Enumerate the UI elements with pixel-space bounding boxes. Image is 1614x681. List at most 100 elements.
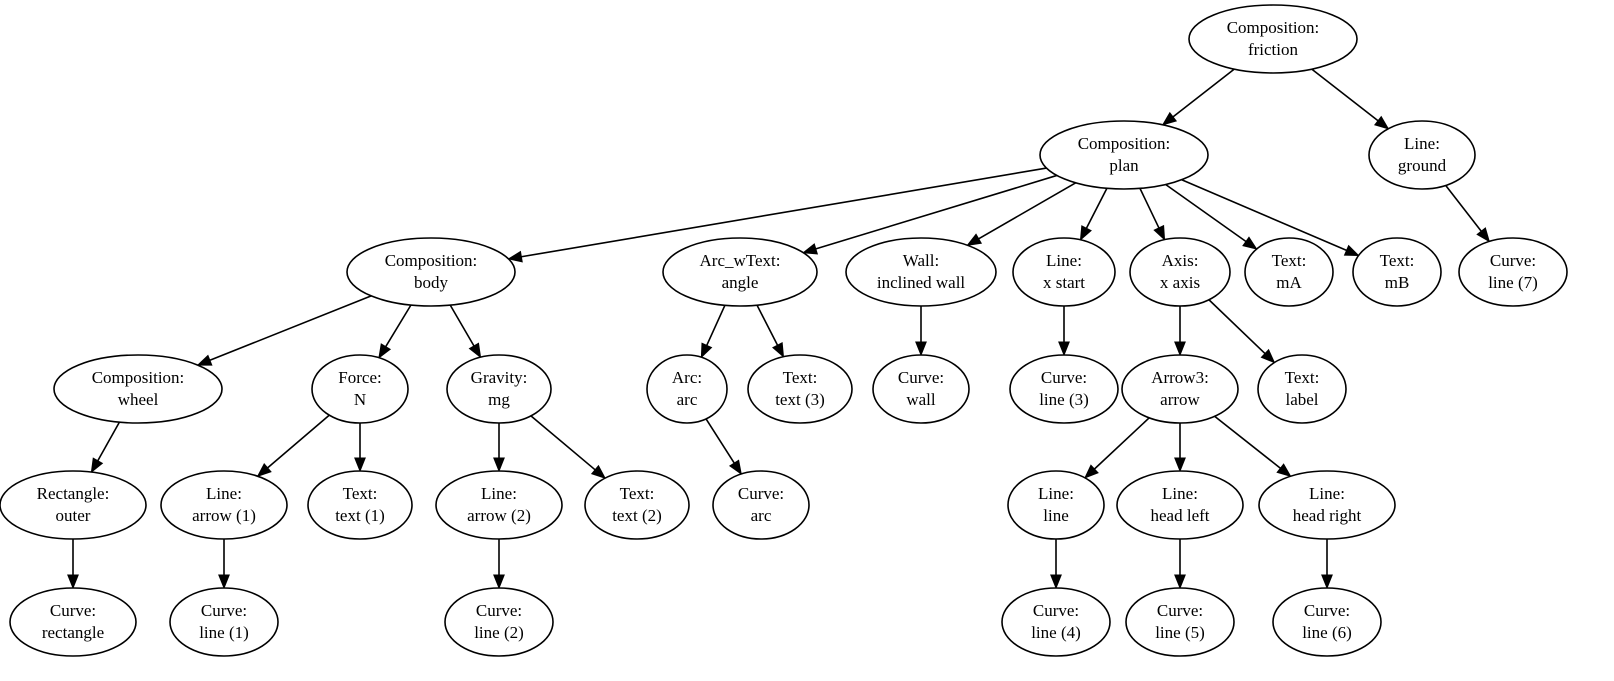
node-label-name: text (1) (335, 506, 385, 525)
graph-node-gravitymg[interactable]: Gravity:mg (446, 354, 552, 424)
edge-arrowhead-icon (218, 574, 230, 590)
graph-node-curvearc[interactable]: Curve:arc (712, 470, 810, 540)
node-label-name: line (1043, 506, 1069, 525)
node-ellipse-icon (584, 470, 690, 540)
graph-edge (705, 418, 735, 464)
graph-node-inclinedwall[interactable]: Wall:inclined wall (845, 237, 997, 307)
edge-arrowhead-icon (1242, 236, 1258, 250)
node-ellipse-icon (444, 587, 554, 657)
graph-node-headleft[interactable]: Line:head left (1116, 470, 1244, 540)
graph-node-line1[interactable]: Curve:line (1) (169, 587, 279, 657)
graph-edge (1172, 68, 1235, 118)
edge-arrowhead-icon (590, 464, 607, 480)
edge-arrowhead-icon (1276, 463, 1292, 478)
graph-edge (97, 421, 121, 462)
edge-arrowhead-icon (1153, 224, 1166, 241)
graph-node-arrow3[interactable]: Arrow3:arrow (1121, 354, 1239, 424)
node-ellipse-icon (662, 237, 818, 307)
graph-edge (706, 305, 726, 346)
node-label-type: Text: (1380, 251, 1415, 270)
node-ellipse-icon (872, 354, 970, 424)
graph-node-text3[interactable]: Text:text (3) (747, 354, 853, 424)
graph-edge (1165, 183, 1247, 243)
node-label-type: Line: (1162, 484, 1198, 503)
graph-node-ground[interactable]: Line:ground (1368, 120, 1476, 190)
node-label-type: Curve: (1490, 251, 1536, 270)
node-label-type: Curve: (738, 484, 784, 503)
graph-node-text1[interactable]: Text:text (1) (307, 470, 413, 540)
graph-node-rectouter[interactable]: Rectangle:outer (0, 470, 147, 540)
edge-arrowhead-icon (1050, 574, 1062, 590)
graph-edge (756, 304, 779, 346)
graph-node-line2[interactable]: Curve:line (2) (444, 587, 554, 657)
graph-node-line6[interactable]: Curve:line (6) (1272, 587, 1382, 657)
graph-node-arc[interactable]: Arc:arc (646, 354, 728, 424)
node-ellipse-icon (307, 470, 413, 540)
graph-edge (978, 182, 1077, 240)
node-label-name: mg (488, 390, 510, 409)
edge-arrowhead-icon (493, 457, 505, 473)
edge-arrowhead-icon (802, 243, 819, 255)
node-label-type: Text: (1285, 368, 1320, 387)
graph-node-arrow1[interactable]: Line:arrow (1) (160, 470, 288, 540)
graph-node-xstart[interactable]: Line:x start (1012, 237, 1116, 307)
node-ellipse-icon (1012, 237, 1116, 307)
graph-node-wall[interactable]: Curve:wall (872, 354, 970, 424)
node-label-name: mB (1385, 273, 1410, 292)
graph-node-friction[interactable]: Composition:friction (1188, 4, 1358, 74)
graph-node-arrow2[interactable]: Line: arrow (2) (435, 470, 563, 540)
node-label-type: Line: (481, 484, 517, 503)
graph-node-curverect[interactable]: Curve:rectangle (9, 587, 137, 657)
graph-node-mB[interactable]: Text: mB (1352, 237, 1442, 307)
node-label-type: Arrow3: (1151, 368, 1209, 387)
edge-arrowhead-icon (1083, 464, 1099, 479)
node-label-type: Curve: (1033, 601, 1079, 620)
graph-node-plan[interactable]: Composition:plan (1039, 120, 1209, 190)
graph-node-wheel[interactable]: Composition:wheel (53, 354, 223, 424)
edge-arrowhead-icon (1373, 115, 1390, 130)
edge-arrowhead-icon (1321, 574, 1333, 590)
edge-layer (67, 68, 1491, 590)
graph-node-text2[interactable]: Text:text (2) (584, 470, 690, 540)
graph-node-forceN[interactable]: Force:N (311, 354, 409, 424)
graph-node-label[interactable]: Text:label (1257, 354, 1347, 424)
node-label-type: Force: (338, 368, 381, 387)
node-ellipse-icon (712, 470, 810, 540)
node-ellipse-icon (1007, 470, 1105, 540)
node-ellipse-icon (1272, 587, 1382, 657)
node-label-type: Arc_wText: (700, 251, 781, 270)
node-ellipse-icon (845, 237, 997, 307)
node-label-type: Axis: (1162, 251, 1199, 270)
node-label-name: arrow (2) (467, 506, 531, 525)
node-label-name: x axis (1160, 273, 1200, 292)
graph-node-angle[interactable]: Arc_wText:angle (662, 237, 818, 307)
graph-node-line3[interactable]: Curve:line (3) (1009, 354, 1119, 424)
node-ellipse-icon (1116, 470, 1244, 540)
graph-node-lineline[interactable]: Line:line (1007, 470, 1105, 540)
node-label-name: x start (1043, 273, 1085, 292)
edge-arrowhead-icon (1343, 244, 1360, 257)
graph-node-headright[interactable]: Line:head right (1258, 470, 1396, 540)
edge-arrowhead-icon (1058, 341, 1070, 357)
graph-node-mA[interactable]: Text:mA (1244, 237, 1334, 307)
graph-edge (267, 414, 330, 469)
node-label-name: text (3) (775, 390, 825, 409)
graph-node-line7[interactable]: Curve:line (7) (1458, 237, 1568, 307)
edge-arrowhead-icon (507, 250, 523, 263)
graph-node-xaxis[interactable]: Axis: x axis (1129, 237, 1231, 307)
graph-node-line4[interactable]: Curve: line (4) (1001, 587, 1111, 657)
graph-node-body[interactable]: Composition:body (346, 237, 516, 307)
edge-arrowhead-icon (966, 233, 983, 246)
node-label-name: line (4) (1031, 623, 1081, 642)
node-ellipse-icon (169, 587, 279, 657)
node-label-type: Curve: (898, 368, 944, 387)
node-ellipse-icon (1009, 354, 1119, 424)
node-label-type: Curve: (476, 601, 522, 620)
graph-edge (1311, 68, 1379, 122)
graph-node-line5[interactable]: Curve:line (5) (1125, 587, 1235, 657)
node-label-name: outer (56, 506, 91, 525)
node-label-name: friction (1248, 40, 1299, 59)
node-label-name: line (3) (1039, 390, 1089, 409)
graph-edge (1085, 187, 1108, 229)
